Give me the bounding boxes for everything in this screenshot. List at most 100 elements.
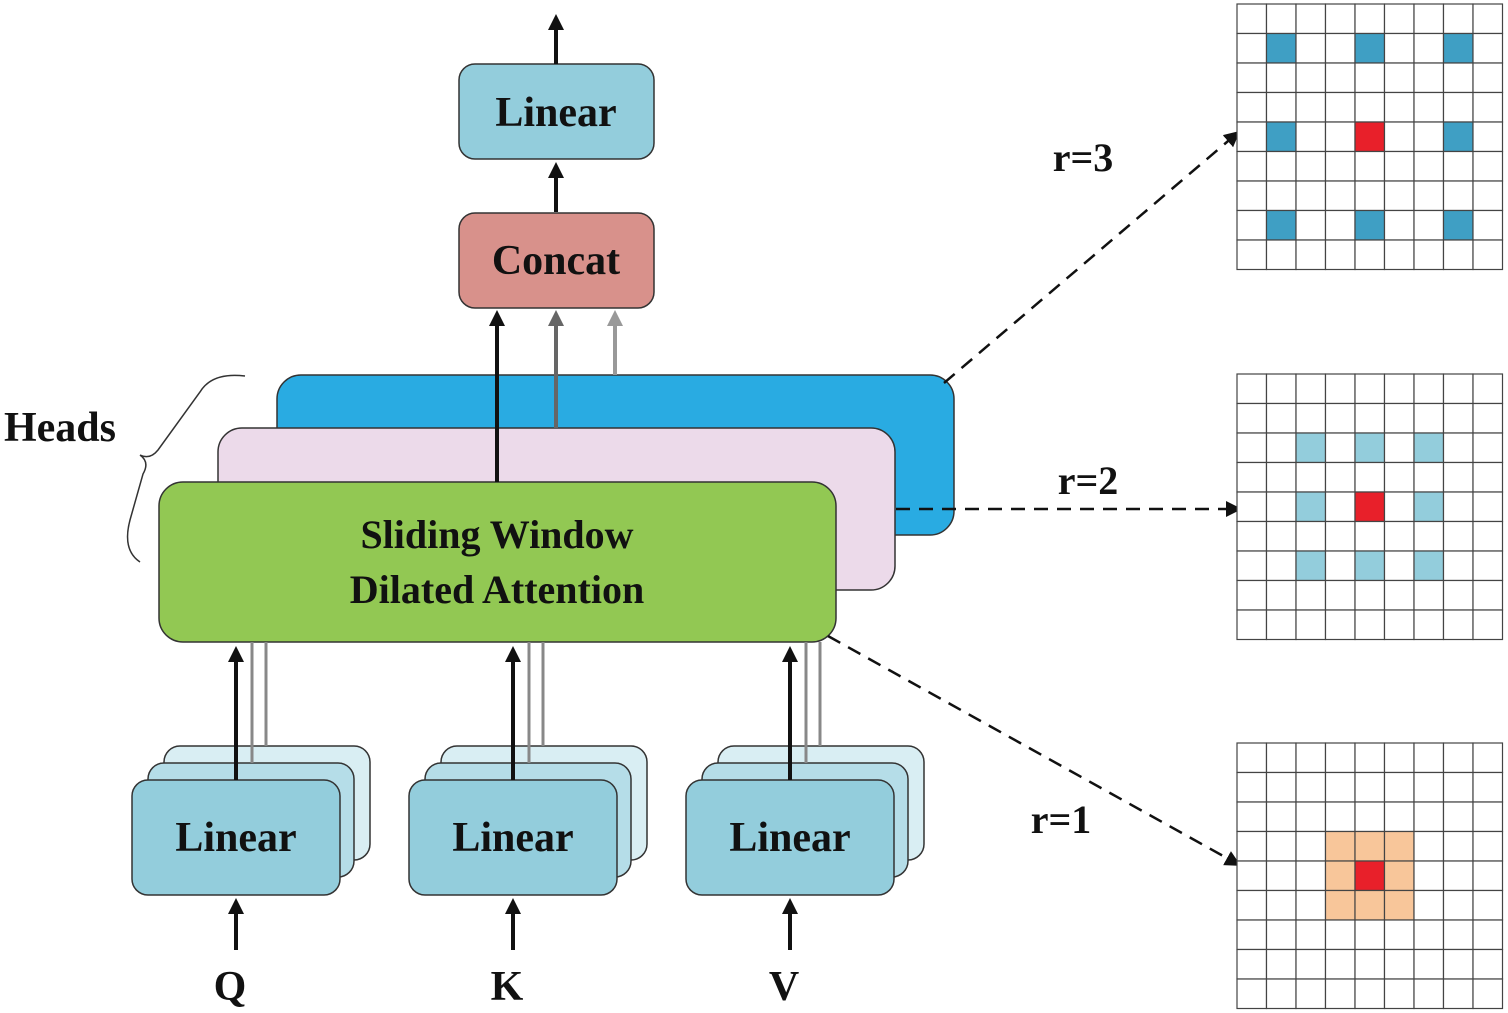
grid-cell xyxy=(1413,579,1445,611)
output-linear-label: Linear xyxy=(495,90,616,136)
sliding-window-label-line1: Sliding Window xyxy=(360,512,633,557)
grid-cell xyxy=(1472,550,1504,582)
grid-cell xyxy=(1472,432,1504,464)
grid-cell xyxy=(1413,771,1445,803)
concat-label: Concat xyxy=(492,238,620,284)
grid-cell xyxy=(1295,62,1327,94)
grid-cell xyxy=(1324,3,1356,35)
grid-cell xyxy=(1442,402,1474,434)
grid-cell xyxy=(1472,239,1504,271)
sliding-window-box xyxy=(158,481,837,643)
grid-cell xyxy=(1236,62,1268,94)
grid-cell xyxy=(1442,491,1474,523)
grid-cell xyxy=(1324,461,1356,493)
grid-cell xyxy=(1413,860,1445,892)
grid-cell xyxy=(1472,373,1504,405)
grid-cell xyxy=(1354,520,1386,552)
grid-cell xyxy=(1265,550,1297,582)
grid-cell-attended xyxy=(1442,209,1474,241)
grid-cell xyxy=(1236,889,1268,921)
grid-cell xyxy=(1236,919,1268,951)
grid-cell-attended xyxy=(1324,830,1356,862)
grid-cell xyxy=(1295,520,1327,552)
grid-cell xyxy=(1265,461,1297,493)
grid-cell xyxy=(1383,402,1415,434)
grid-cell xyxy=(1324,121,1356,153)
grid-cell-attended xyxy=(1383,889,1415,921)
grid-cell xyxy=(1354,771,1386,803)
grid-cell xyxy=(1383,919,1415,951)
grid-cell xyxy=(1354,91,1386,123)
input-label-k: K xyxy=(491,964,524,1010)
grid-cell xyxy=(1324,373,1356,405)
grid-cell xyxy=(1236,860,1268,892)
grid-cell xyxy=(1442,978,1474,1010)
grid-cell xyxy=(1413,978,1445,1010)
grid-cell xyxy=(1295,209,1327,241)
grid-cell-attended xyxy=(1295,432,1327,464)
concat-box xyxy=(458,212,655,309)
grid-cell-attended xyxy=(1383,830,1415,862)
grid-cell xyxy=(1236,830,1268,862)
grid-cell xyxy=(1295,889,1327,921)
grid-cell xyxy=(1354,461,1386,493)
grid-cell-attended xyxy=(1354,830,1386,862)
grid-cell xyxy=(1413,402,1445,434)
grid-cell xyxy=(1442,771,1474,803)
grid-cell xyxy=(1236,3,1268,35)
input-label-q: Q xyxy=(214,964,247,1010)
grid-cell xyxy=(1236,771,1268,803)
grid-cell-attended xyxy=(1413,432,1445,464)
grid-cell-attended xyxy=(1354,209,1386,241)
grid-cell xyxy=(1295,461,1327,493)
linear-label-v: Linear xyxy=(729,815,850,861)
grid-cell-attended xyxy=(1324,889,1356,921)
grid-cell xyxy=(1442,801,1474,833)
grid-cell xyxy=(1354,180,1386,212)
grid-cell xyxy=(1413,461,1445,493)
grid-cell xyxy=(1236,978,1268,1010)
grid-cell xyxy=(1472,830,1504,862)
grid-cell xyxy=(1295,978,1327,1010)
grid-cell xyxy=(1413,150,1445,182)
grid-cell xyxy=(1383,209,1415,241)
grid-cell-attended xyxy=(1295,550,1327,582)
grid-cell xyxy=(1383,609,1415,641)
grid-cell xyxy=(1472,978,1504,1010)
grid-cell xyxy=(1295,801,1327,833)
grid-cell xyxy=(1383,771,1415,803)
grid-cell xyxy=(1295,609,1327,641)
grid-cell xyxy=(1354,402,1386,434)
grid-cell xyxy=(1472,889,1504,921)
grid-cell xyxy=(1324,209,1356,241)
grid-cell xyxy=(1324,771,1356,803)
grid-cell xyxy=(1236,609,1268,641)
grid-cell xyxy=(1472,121,1504,153)
grid-cell xyxy=(1295,150,1327,182)
grid-cell xyxy=(1236,579,1268,611)
grid-cell xyxy=(1383,121,1415,153)
grid-cell xyxy=(1442,62,1474,94)
grid-cell xyxy=(1265,830,1297,862)
grid-cell xyxy=(1413,373,1445,405)
grid-cell xyxy=(1265,3,1297,35)
heads-brace xyxy=(126,374,246,563)
grid-cell xyxy=(1472,609,1504,641)
grid-cell-attended xyxy=(1442,121,1474,153)
grid-cell xyxy=(1472,62,1504,94)
grid-cell xyxy=(1472,91,1504,123)
grid-cell xyxy=(1295,771,1327,803)
grid-cell-attended xyxy=(1354,32,1386,64)
grid-cell xyxy=(1383,948,1415,980)
grid-cell-attended xyxy=(1324,860,1356,892)
grid-cell xyxy=(1295,579,1327,611)
grid-cell xyxy=(1324,491,1356,523)
grid-cell xyxy=(1383,32,1415,64)
grid-cell xyxy=(1413,801,1445,833)
grid-cell xyxy=(1265,742,1297,774)
grid-cell xyxy=(1295,402,1327,434)
grid-cell xyxy=(1324,801,1356,833)
grid-cell xyxy=(1295,373,1327,405)
grid-cell xyxy=(1265,180,1297,212)
